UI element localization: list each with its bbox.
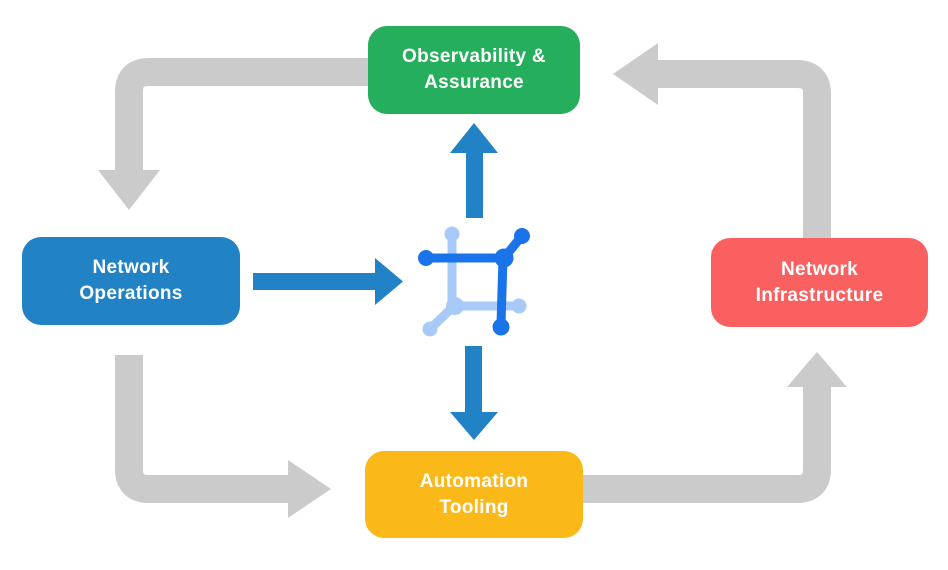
- arrowhead-down-icon: [98, 170, 160, 210]
- node-label-line: Operations: [79, 283, 183, 304]
- flow-arrows: [253, 123, 498, 440]
- cycle-arrow-infrastructure-to-observability: [613, 43, 831, 238]
- cycle-arrows: [98, 43, 847, 518]
- arrowhead-right-icon: [288, 460, 331, 518]
- arrowhead-up-icon: [787, 352, 847, 387]
- cycle-arrow-observability-to-operations: [98, 58, 368, 210]
- node-label-line: Observability &: [402, 46, 546, 67]
- network-mesh-icon: [418, 226, 530, 337]
- flow-arrow-right-icon: [253, 258, 403, 305]
- node-automation-tooling: Automation Tooling: [365, 451, 583, 538]
- node-label-line: Infrastructure: [755, 284, 884, 306]
- cycle-arrow-operations-to-automation: [115, 355, 331, 518]
- node-label-line: Assurance: [424, 72, 524, 93]
- network-mesh-light-layer: [422, 226, 527, 337]
- cycle-arrow-automation-to-infrastructure: [583, 352, 847, 503]
- node-label-line: Network: [780, 258, 859, 280]
- flow-arrow-up-icon: [450, 123, 498, 218]
- flow-arrow-down-icon: [450, 346, 498, 440]
- node-label-line: Network: [92, 257, 170, 278]
- node-label-line: Tooling: [439, 496, 509, 518]
- node-network-infrastructure: Network Infrastructure: [711, 238, 928, 327]
- node-label-line: Automation: [419, 470, 529, 492]
- arrowhead-left-icon: [613, 43, 658, 105]
- network-mesh-dark-layer: [418, 228, 530, 336]
- node-network-operations: Network Operations: [22, 237, 240, 325]
- node-observability-assurance: Observability & Assurance: [368, 26, 580, 114]
